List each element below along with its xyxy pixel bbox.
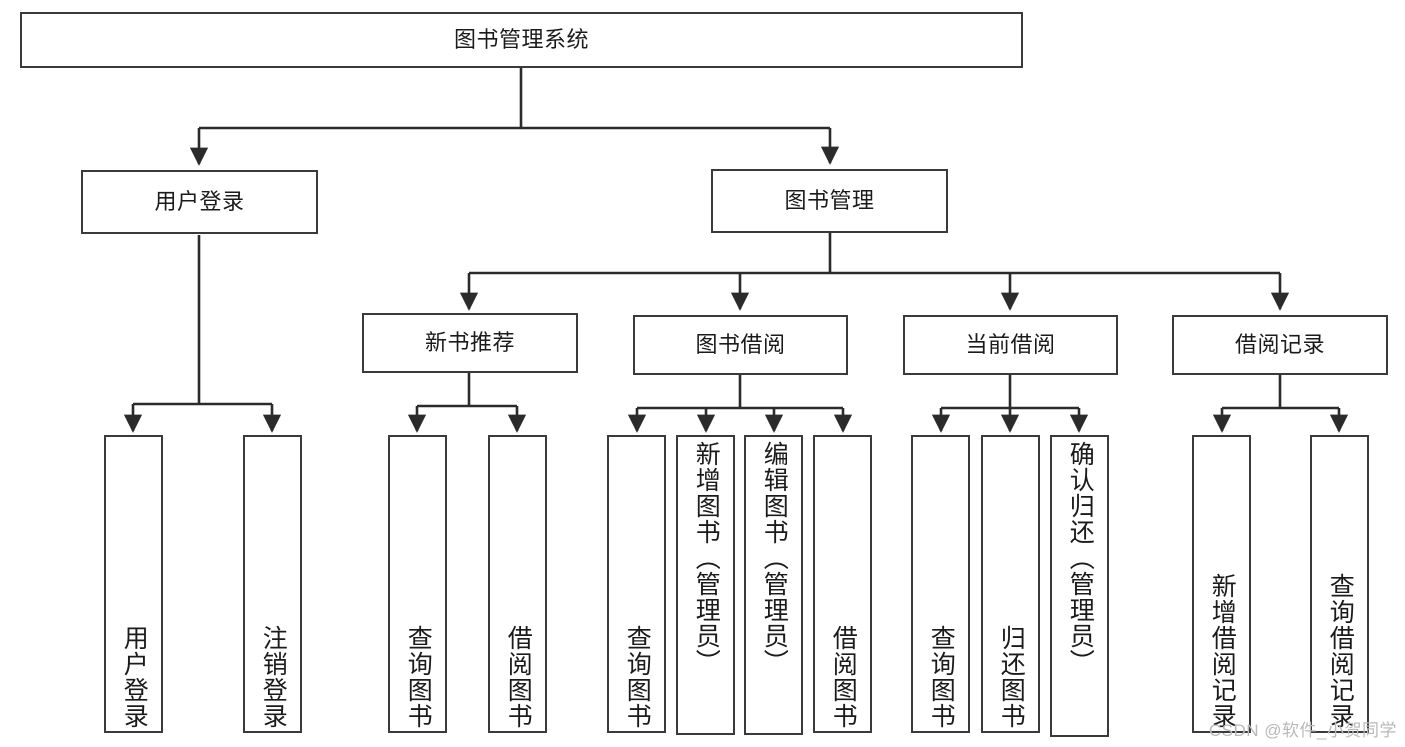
node-label: 图书借阅 — [695, 332, 786, 357]
leaf-current-borrow-query[interactable]: 查询图书 — [911, 435, 970, 733]
leaf-user-login-signin[interactable]: 用户登录 — [104, 435, 163, 733]
node-label: 借阅图书 — [504, 625, 533, 729]
leaf-book-borrow-add[interactable]: 新增图书（管理员） — [676, 435, 735, 735]
node-current-borrow[interactable]: 当前借阅 — [903, 315, 1118, 375]
leaf-book-borrow-query[interactable]: 查询图书 — [607, 435, 666, 733]
leaf-current-borrow-return[interactable]: 归还图书 — [981, 435, 1040, 733]
node-new-book-recommend[interactable]: 新书推荐 — [362, 313, 578, 373]
node-label: 用户登录 — [154, 189, 245, 214]
node-label: 确认归还（管理员） — [1066, 441, 1095, 675]
node-label: 归还图书 — [997, 625, 1026, 729]
node-label: 借阅记录 — [1234, 332, 1325, 357]
node-label: 查询图书 — [623, 625, 652, 729]
watermark: CSDN @软件_小贺同学 — [1208, 721, 1397, 740]
node-label: 借阅图书 — [829, 625, 858, 729]
leaf-current-borrow-confirm-return[interactable]: 确认归还（管理员） — [1050, 435, 1109, 737]
node-book-management[interactable]: 图书管理 — [711, 169, 948, 233]
node-label: 用户登录 — [120, 625, 149, 729]
node-label: 新增借阅记录 — [1208, 573, 1237, 729]
node-label: 查询图书 — [404, 625, 433, 729]
node-label: 图书管理系统 — [453, 27, 589, 52]
leaf-borrow-records-query[interactable]: 查询借阅记录 — [1310, 435, 1369, 733]
leaf-new-books-query[interactable]: 查询图书 — [388, 435, 447, 733]
node-label: 查询借阅记录 — [1326, 573, 1355, 729]
leaf-book-borrow-edit[interactable]: 编辑图书（管理员） — [744, 435, 803, 735]
node-label: 新书推荐 — [424, 330, 515, 355]
node-book-borrow[interactable]: 图书借阅 — [633, 315, 848, 375]
node-label: 查询图书 — [927, 625, 956, 729]
leaf-user-login-signout[interactable]: 注销登录 — [243, 435, 302, 733]
node-label: 新增图书（管理员） — [692, 441, 721, 675]
node-label: 图书管理 — [784, 188, 875, 213]
leaf-borrow-records-add[interactable]: 新增借阅记录 — [1192, 435, 1251, 733]
node-label: 当前借阅 — [965, 332, 1056, 357]
node-root-system[interactable]: 图书管理系统 — [20, 12, 1023, 68]
node-user-login[interactable]: 用户登录 — [81, 170, 318, 234]
node-borrow-records[interactable]: 借阅记录 — [1172, 315, 1388, 375]
leaf-book-borrow-lend[interactable]: 借阅图书 — [813, 435, 872, 733]
leaf-new-books-borrow[interactable]: 借阅图书 — [488, 435, 547, 733]
node-label: 注销登录 — [259, 625, 288, 729]
node-label: 编辑图书（管理员） — [760, 441, 789, 675]
